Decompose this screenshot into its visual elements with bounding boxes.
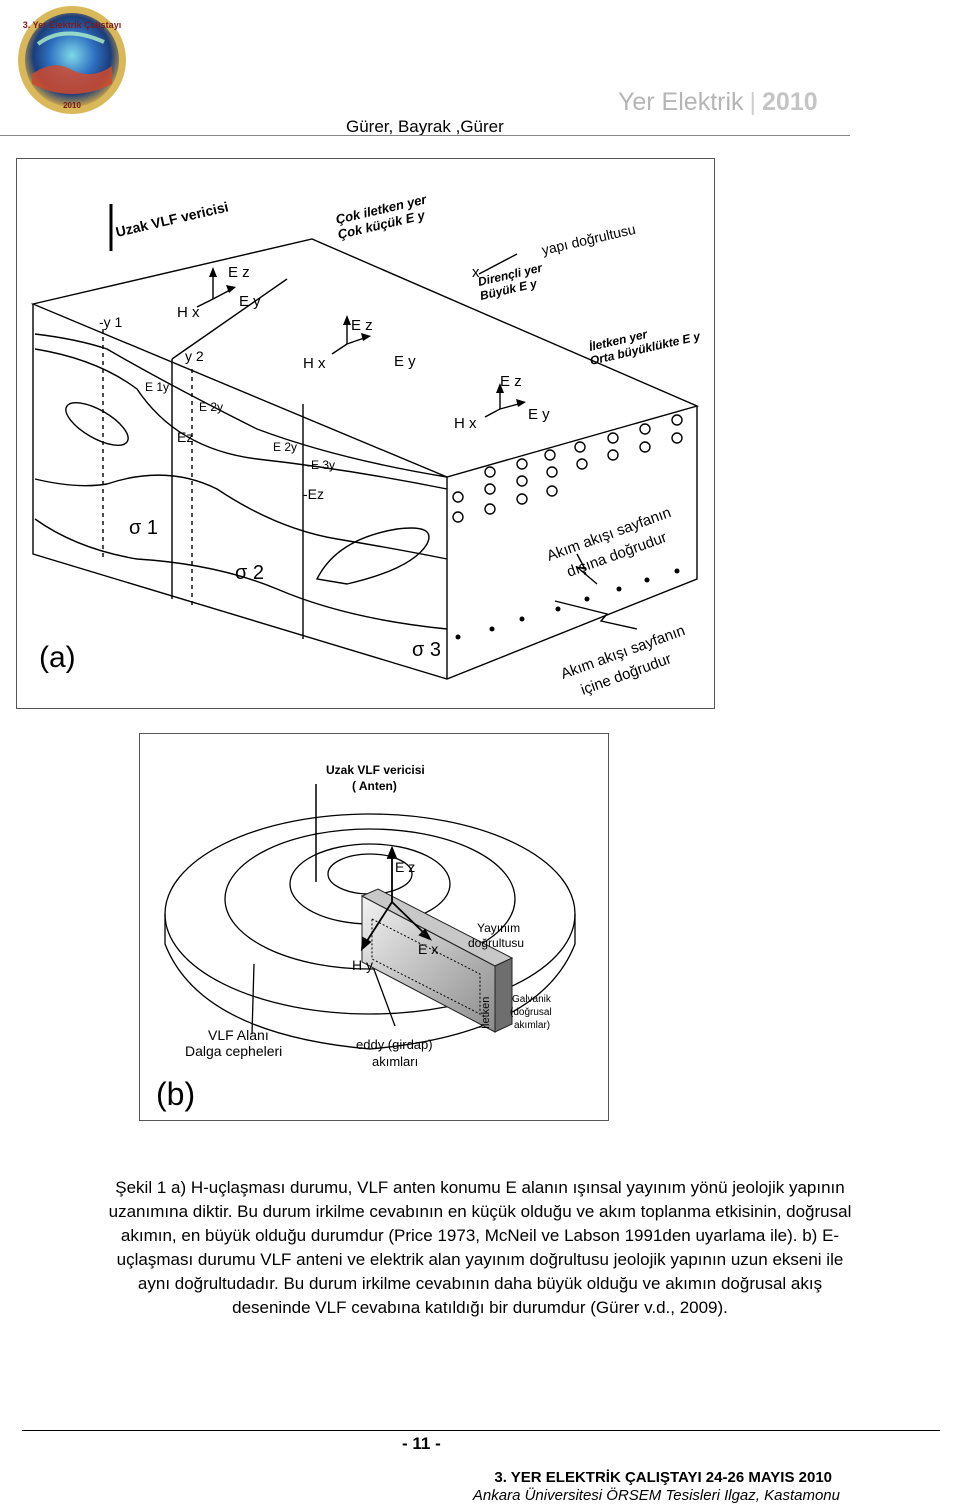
logo-text: 3. Yer Elektrik Çalıştayı [23, 20, 121, 30]
caption-line: akımın, en büyük olduğu durumdur (Price … [120, 1226, 840, 1245]
figure-a: Uzak VLF vericisi Çok iletken yer Çok kü… [16, 158, 715, 709]
journal-name: Yer Elektrik [618, 88, 744, 116]
caption-line: aynı doğrultudadır. Bu durum irkilme cev… [137, 1274, 823, 1293]
workshop-logo: 3. Yer Elektrik Çalıştayı 2010 [18, 6, 126, 114]
figure-b-diagram: Uzak VLF vericisi ( Anten) E z E x H y Y… [156, 763, 576, 1112]
ez-label-1: E z [228, 264, 250, 281]
page-number: - 11 - [402, 1434, 441, 1453]
x-axis-label: x [472, 264, 480, 281]
galvanic-label-2: (doğrusal [510, 1007, 552, 1018]
galvanic-label-3: akımlar) [514, 1020, 550, 1031]
panel-b-label: (b) [156, 1076, 195, 1112]
footer-event: 3. YER ELEKTRİK ÇALIŞTAYI 24-26 MAYIS 20… [494, 1469, 832, 1486]
vlf-field-label-2: Dalga cepheleri [185, 1043, 282, 1059]
figure-caption: Şekil 1 a) H-uçlaşması durumu, VLF anten… [20, 1176, 940, 1320]
eddy-loop [371, 918, 481, 1015]
vlf-antenna-label-2: ( Anten) [352, 779, 397, 793]
caption-line: Şekil 1 a) H-uçlaşması durumu, VLF anten… [115, 1178, 845, 1197]
ez-label-3: E z [500, 373, 522, 390]
current-in-symbols [455, 568, 680, 640]
e1y-label: E 1y [145, 380, 169, 394]
figure-b: Uzak VLF vericisi ( Anten) E z E x H y Y… [139, 733, 609, 1121]
ex-label-b: E x [418, 941, 438, 957]
e2y-label-2: E 2y [273, 440, 297, 454]
conductor-label: İletken [479, 997, 492, 1029]
neg-ez-label: -Ez [303, 486, 324, 502]
sigma2-label: σ 2 [235, 562, 264, 584]
ey-label-3: E y [528, 406, 550, 423]
hx-label-2: H x [303, 355, 326, 372]
ey-label-1: E y [239, 293, 261, 310]
sigma3-label: σ 3 [412, 639, 441, 661]
authors: Gürer, Bayrak ,Gürer [346, 117, 504, 136]
ez-label-b: E z [395, 859, 415, 875]
logo-year: 2010 [63, 101, 81, 110]
header-rule [0, 135, 850, 136]
strike-label: yapı doğrultusu [540, 221, 637, 258]
y2-label: y 2 [185, 348, 204, 364]
sigma1-label: σ 1 [129, 517, 158, 539]
caption-line: uzanımına diktir. Bu durum irkilme cevab… [108, 1202, 852, 1221]
conductor-slab-side [494, 957, 513, 1033]
ey-label-2: E y [394, 353, 416, 370]
figure-a-diagram: Uzak VLF vericisi Çok iletken yer Çok kü… [30, 191, 703, 699]
journal-title: Yer Elektrik|2010 [618, 88, 818, 117]
panel-a-label: (a) [39, 641, 76, 674]
vlf-transmitter-label: Uzak VLF vericisi [114, 198, 230, 239]
propagation-label-2: doğrultusu [468, 936, 524, 950]
hy-label-b: H y [352, 957, 373, 973]
hx-label-1: H x [177, 304, 200, 321]
e2y-label: E 2y [199, 400, 223, 414]
galvanic-label-1: Galvanik [512, 994, 552, 1005]
caption-line: uçlaşması durumu VLF anteni ve elektrik … [116, 1250, 844, 1269]
title-separator: | [749, 88, 757, 116]
hx-label-3: H x [454, 415, 477, 432]
current-out-symbols [452, 414, 683, 523]
footer-rule [22, 1430, 940, 1431]
ez-small-label: Ez [177, 429, 193, 445]
propagation-label-1: Yayınım [477, 921, 520, 935]
vlf-field-label-1: VLF Alanı [208, 1027, 269, 1043]
vlf-antenna-label-1: Uzak VLF vericisi [326, 763, 425, 777]
e3y-label: -E 3y [307, 458, 335, 472]
footer-venue: Ankara Üniversitesi ÖRSEM Tesisleri Ilga… [472, 1487, 840, 1504]
ez-label-2: E z [351, 317, 373, 334]
caption-line: deseninde VLF cevabına katıldığı bir dur… [232, 1298, 728, 1317]
eddy-label-2: akımları [372, 1054, 418, 1069]
eddy-label-1: eddy (girdap) [356, 1037, 433, 1052]
neg-y1-label: -y 1 [99, 314, 123, 330]
journal-year: 2010 [762, 88, 818, 116]
